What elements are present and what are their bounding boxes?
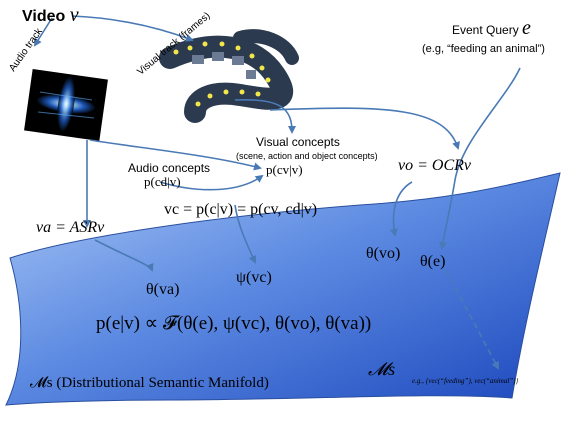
manifold-caption: 𝓜s (Distributional Semantic Manifold)	[30, 375, 269, 391]
arrow-video-to-visual	[71, 15, 194, 42]
theta-e: θ(e)	[420, 253, 446, 270]
theta-vo: θ(vo)	[366, 245, 401, 262]
arrow-asr-to-theta-va	[94, 239, 154, 272]
vc-equation: vc = p(c|v) = p(cv, cd|v)	[164, 201, 318, 218]
audio-concepts-title: Audio concepts	[128, 161, 211, 175]
arrow-ocr-to-theta-vo	[389, 181, 413, 237]
arrow-to-psi	[234, 204, 257, 264]
visual-concepts-subtitle: (scene, action and object concepts)	[236, 151, 378, 161]
example-vectors: e.g., {vec(“feeding”), vec(“animal”)}	[412, 377, 519, 385]
video-label: Video v	[22, 4, 79, 26]
spectrogram-image	[24, 69, 108, 141]
manifold-symbol: 𝓜s	[368, 359, 396, 379]
vo-ocr-equation: vo = OCRv	[398, 157, 471, 174]
film-strip-icon	[159, 29, 299, 123]
arrow-theta-e-to-vectors	[445, 269, 499, 370]
theta-va: θ(va)	[146, 281, 180, 298]
psi-vc: ψ(vc)	[236, 269, 272, 286]
arrow-concepts-loop	[159, 174, 264, 191]
visual-concepts-title: Visual concepts	[256, 135, 340, 149]
arrow-audio-to-concepts	[89, 139, 262, 171]
event-query-example: (e.g, “feeding an animal”)	[422, 43, 545, 55]
arrow-video-to-audio	[33, 17, 53, 47]
arrow-query-to-theta-e	[439, 67, 521, 250]
p-cd-given-v: p(cd|v)	[144, 174, 181, 189]
va-asr-equation: va = ASRv	[36, 219, 105, 236]
event-query-label: Event Query e	[452, 17, 531, 39]
p-cv-given-v: p(cv|v)	[266, 162, 303, 177]
main-formula: p(e|v) ∝ 𝓕(θ(e), ψ(vc), θ(vo), θ(va))	[96, 313, 372, 334]
semantic-manifold	[5, 172, 561, 406]
arrow-film-to-ocr	[269, 107, 460, 150]
arrow-film-to-visual-concepts	[234, 98, 296, 134]
